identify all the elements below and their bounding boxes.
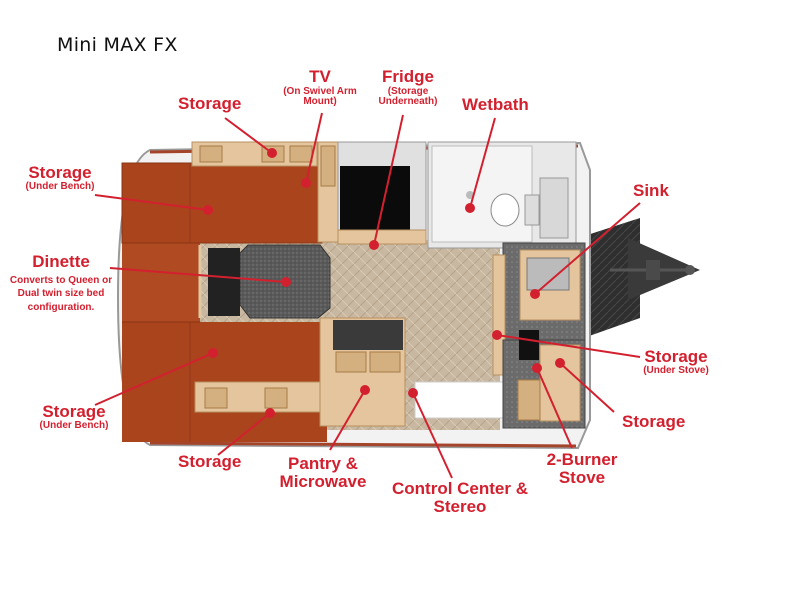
label-storage-right: Storage [622, 412, 686, 431]
kitchen-counter [492, 242, 586, 376]
label-pantry: Pantry & Microwave [279, 454, 367, 491]
fridge-unit [337, 141, 427, 245]
dinette-base [208, 248, 240, 316]
label-storage-under-bench-bottom: Storage (Under Bench) [39, 402, 109, 431]
diagram-title: Mini MAX FX [57, 34, 178, 56]
label-storage-top: Storage [178, 94, 242, 113]
label-wetbath: Wetbath [462, 95, 529, 114]
label-tv: TV (On Swivel Arm Mount) [283, 67, 357, 108]
tv-cabinet [317, 141, 339, 243]
pantry-unit [319, 317, 406, 427]
entry-door-step [414, 381, 511, 419]
callout-lines [94, 112, 641, 479]
wetbath-unit [427, 141, 577, 249]
label-storage-under-bench-top: Storage (Under Bench) [25, 163, 95, 192]
stove-area [502, 330, 586, 429]
upper-cabinets [191, 141, 318, 167]
label-dinette: Dinette Converts to Queen or Dual twin s… [9, 252, 113, 313]
lower-cabinets [194, 381, 326, 413]
label-fridge: Fridge (Storage Underneath) [378, 67, 438, 108]
label-stove: 2-Burner Stove [546, 450, 618, 487]
trailer-tongue [578, 218, 700, 340]
label-storage-bottom: Storage [178, 452, 242, 471]
label-control-center: Control Center & Stereo [392, 479, 528, 516]
label-sink: Sink [633, 181, 669, 200]
label-storage-under-stove: Storage (Under Stove) [643, 347, 709, 376]
bench-back [122, 243, 200, 322]
